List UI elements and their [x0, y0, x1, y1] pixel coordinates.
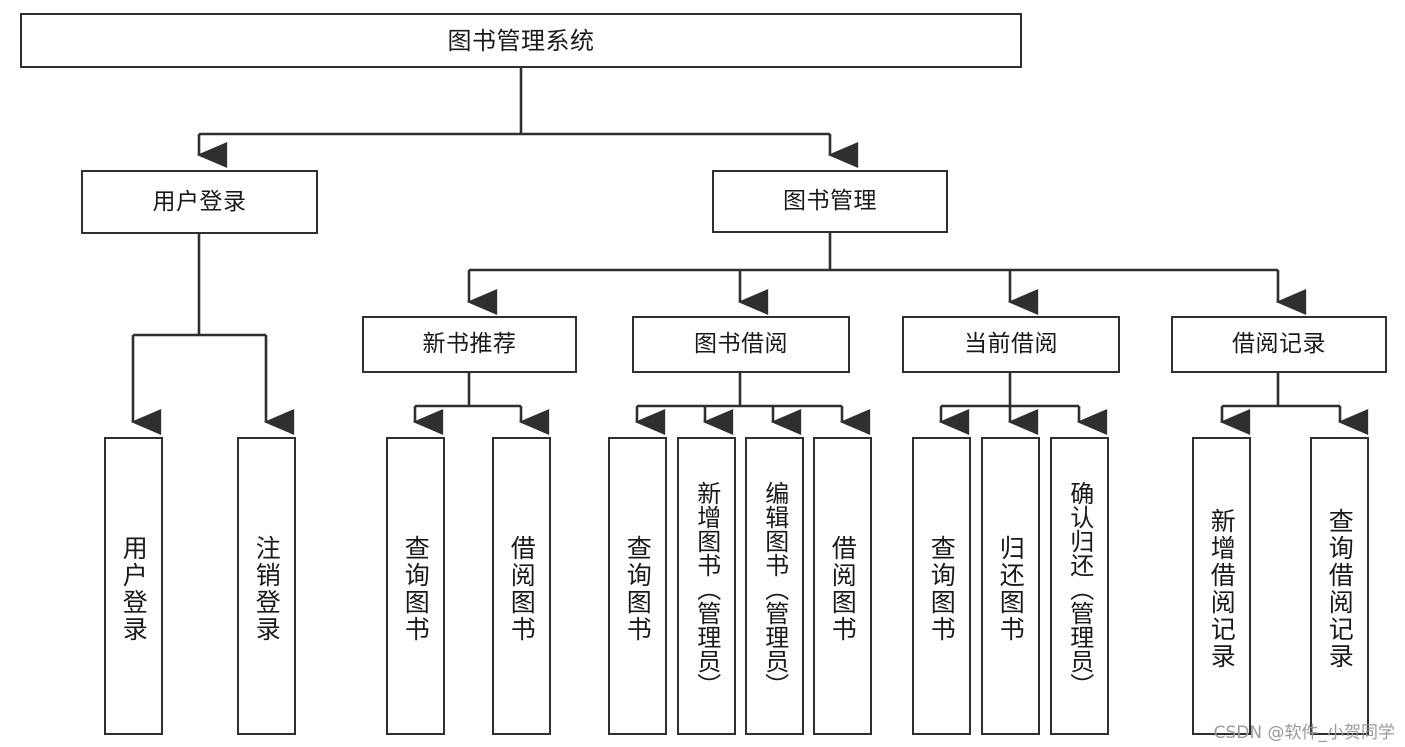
leaf-node-add-book-admin[interactable]: 新增图书（管理员）: [677, 437, 736, 735]
node-label: 图书管理: [783, 188, 877, 214]
node-label: 新书推荐: [422, 331, 517, 357]
node-label: 借阅记录: [1232, 331, 1326, 357]
node-borrow-record[interactable]: 借阅记录: [1171, 316, 1387, 373]
node-label: 新增借阅记录: [1207, 508, 1237, 670]
leaf-node-user-login-action[interactable]: 用户登录: [104, 437, 163, 735]
node-book-borrow[interactable]: 图书借阅: [632, 316, 850, 373]
node-user-login[interactable]: 用户登录: [81, 170, 318, 234]
leaf-node-borrow-query-book[interactable]: 查询图书: [608, 437, 667, 735]
leaf-node-add-borrow-record[interactable]: 新增借阅记录: [1192, 437, 1251, 735]
node-label: 用户登录: [119, 535, 149, 643]
node-book-management[interactable]: 图书管理: [712, 170, 948, 233]
node-label: 注销登录: [252, 535, 282, 643]
node-label: 查询借阅记录: [1325, 508, 1355, 670]
leaf-node-current-query-book[interactable]: 查询图书: [912, 437, 971, 735]
node-current-borrow[interactable]: 当前借阅: [902, 316, 1120, 373]
leaf-node-recommend-borrow-book[interactable]: 借阅图书: [492, 437, 551, 735]
leaf-node-confirm-return-admin[interactable]: 确认归还（管理员）: [1050, 437, 1109, 735]
node-label: 用户登录: [152, 188, 247, 215]
leaf-node-recommend-query-book[interactable]: 查询图书: [386, 437, 445, 735]
node-label: 借阅图书: [507, 535, 537, 643]
node-label: 编辑图书（管理员）: [760, 481, 789, 697]
node-label: 查询图书: [927, 535, 957, 643]
node-label: 图书借阅: [694, 331, 788, 357]
node-root-system[interactable]: 图书管理系统: [20, 13, 1022, 68]
node-label: 查询图书: [401, 535, 431, 643]
node-label: 当前借阅: [964, 331, 1058, 357]
node-label: 确认归还（管理员）: [1065, 481, 1094, 697]
node-label: 图书管理系统: [447, 26, 595, 55]
node-label: 归还图书: [996, 535, 1026, 643]
node-label: 借阅图书: [828, 535, 858, 643]
leaf-node-query-borrow-record[interactable]: 查询借阅记录: [1310, 437, 1369, 735]
leaf-node-logout[interactable]: 注销登录: [237, 437, 296, 735]
node-label: 新增图书（管理员）: [692, 481, 721, 697]
leaf-node-borrow-book[interactable]: 借阅图书: [813, 437, 872, 735]
node-new-book-recommend[interactable]: 新书推荐: [362, 316, 577, 373]
leaf-node-edit-book-admin[interactable]: 编辑图书（管理员）: [745, 437, 804, 735]
node-label: 查询图书: [623, 535, 653, 643]
watermark-text: CSDN @软件_小贺同学: [1213, 723, 1395, 743]
leaf-node-return-book[interactable]: 归还图书: [981, 437, 1040, 735]
